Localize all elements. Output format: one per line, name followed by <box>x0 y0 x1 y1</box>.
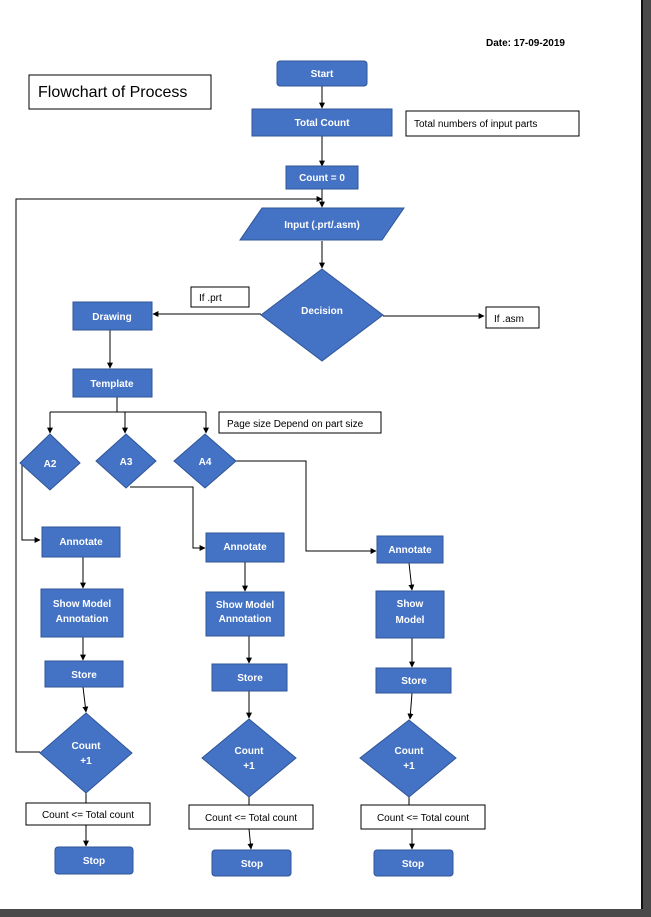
svg-text:Store: Store <box>237 673 263 684</box>
count-le-total-note-a3: Count <= Total count <box>188 804 314 830</box>
count-plus-one-node-a4: Count +1 <box>359 719 457 798</box>
svg-text:Drawing: Drawing <box>92 312 131 323</box>
svg-text:Input (.prt/.asm): Input (.prt/.asm) <box>284 220 360 231</box>
svg-text:Count: Count <box>395 746 425 757</box>
if-prt-note: If .prt <box>190 286 250 308</box>
show-model-node-a4: Show Model <box>375 590 445 639</box>
annotate-node-a2: Annotate <box>41 526 121 558</box>
svg-text:Count: Count <box>235 746 265 757</box>
svg-text:If .asm: If .asm <box>494 314 524 325</box>
decision-node: Decision <box>260 268 384 362</box>
svg-text:+1: +1 <box>243 761 255 772</box>
svg-text:Store: Store <box>401 676 427 687</box>
total-inputs-note: Total numbers of input parts <box>405 110 580 137</box>
store-node-a4: Store <box>375 667 452 694</box>
svg-text:Annotate: Annotate <box>59 537 103 548</box>
svg-text:Total numbers of input parts: Total numbers of input parts <box>414 119 537 130</box>
date-label: Date: 17-09-2019 <box>486 38 565 49</box>
svg-text:Count <= Total count: Count <= Total count <box>205 813 297 824</box>
svg-text:Total Count: Total Count <box>295 118 350 129</box>
a4-node: A4 <box>173 433 237 489</box>
svg-text:Count <= Total count: Count <= Total count <box>377 813 469 824</box>
count-le-total-note-a2: Count <= Total count <box>25 802 151 826</box>
svg-text:Start: Start <box>311 69 334 80</box>
svg-text:Annotate: Annotate <box>388 545 432 556</box>
svg-text:Template: Template <box>90 379 134 390</box>
svg-text:A4: A4 <box>199 457 212 468</box>
store-node-a3: Store <box>211 663 288 692</box>
page-size-note: Page size Depend on part size <box>218 411 382 434</box>
stop-node-a3: Stop <box>211 849 292 877</box>
stop-node-a4: Stop <box>373 849 454 877</box>
svg-text:+1: +1 <box>80 756 92 767</box>
svg-text:Show Model: Show Model <box>53 599 112 610</box>
a2-node: A2 <box>19 433 81 491</box>
a3-node: A3 <box>95 433 157 489</box>
show-model-annotation-node-a3: Show Model Annotation <box>205 591 285 637</box>
svg-text:Stop: Stop <box>241 859 263 870</box>
svg-text:Decision: Decision <box>301 306 343 317</box>
svg-text:Stop: Stop <box>402 859 424 870</box>
count-zero-node: Count = 0 <box>285 165 359 190</box>
svg-text:Model: Model <box>396 615 425 626</box>
svg-text:Show Model: Show Model <box>216 600 275 611</box>
svg-text:Annotate: Annotate <box>223 542 267 553</box>
annotate-node-a4: Annotate <box>376 535 444 564</box>
flowchart-page: Date: 17-09-2019 Flowchart of Process <box>0 0 643 909</box>
svg-text:Annotation: Annotation <box>56 614 109 625</box>
title-box: Flowchart of Process <box>28 74 212 110</box>
count-plus-one-node-a3: Count +1 <box>201 718 297 798</box>
svg-text:Count: Count <box>72 741 102 752</box>
svg-text:Show: Show <box>397 599 424 610</box>
start-node: Start <box>276 60 368 87</box>
svg-text:Stop: Stop <box>83 856 105 867</box>
svg-text:Count = 0: Count = 0 <box>299 173 345 184</box>
connectors <box>15 86 485 850</box>
page-title: Flowchart of Process <box>38 84 187 101</box>
show-model-annotation-node-a2: Show Model Annotation <box>40 588 124 638</box>
count-plus-one-node-a2: Count +1 <box>39 712 133 794</box>
svg-text:Annotation: Annotation <box>219 614 272 625</box>
svg-text:+1: +1 <box>403 761 415 772</box>
svg-text:Count <= Total count: Count <= Total count <box>42 810 134 821</box>
count-le-total-note-a4: Count <= Total count <box>360 804 486 830</box>
svg-text:If .prt: If .prt <box>199 293 222 304</box>
svg-text:Page size Depend on part size: Page size Depend on part size <box>227 419 364 430</box>
svg-text:A3: A3 <box>120 457 133 468</box>
svg-text:Store: Store <box>71 670 97 681</box>
total-count-node: Total Count <box>251 108 393 137</box>
svg-text:A2: A2 <box>44 459 57 470</box>
template-node: Template <box>72 368 153 398</box>
if-asm-note: If .asm <box>485 306 540 329</box>
stop-node-a2: Stop <box>54 846 134 875</box>
drawing-node: Drawing <box>72 301 153 331</box>
input-node: Input (.prt/.asm) <box>239 207 405 241</box>
annotate-node-a3: Annotate <box>205 532 285 563</box>
store-node-a2: Store <box>44 660 124 688</box>
flowchart-canvas: Date: 17-09-2019 Flowchart of Process <box>15 38 580 877</box>
